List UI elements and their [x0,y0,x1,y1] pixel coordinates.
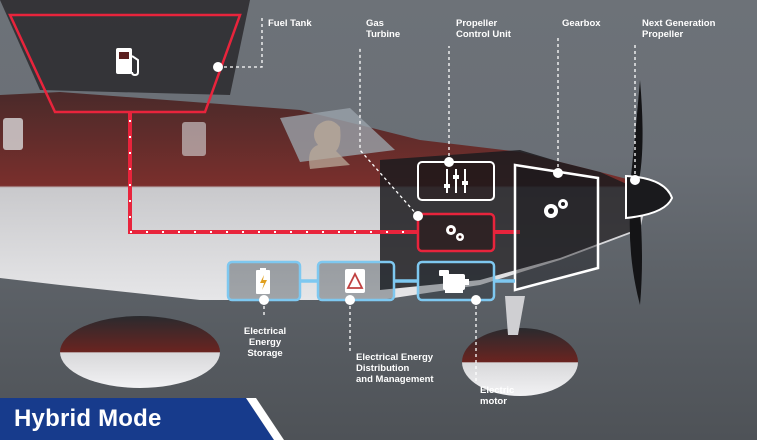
leader-dots [213,62,640,305]
mode-title: Hybrid Mode [14,405,162,432]
landing-strut [505,296,525,335]
label-gas-turbine: Gas Turbine [366,18,401,40]
motor-icon [439,270,469,293]
label-fuel-tank: Fuel Tank [268,18,312,29]
mode-banner-shape [0,398,284,440]
pilot-silhouette [309,120,350,169]
side-window [182,122,206,156]
fuel-pump-icon [116,48,139,77]
label-electric-motor: Electric motor [480,385,515,407]
battery-icon [256,268,270,294]
gears-icon [446,225,464,241]
gearbox-box [513,163,600,292]
label-electrical-energy-distribution: Electrical Energy Distribution and Manag… [356,352,434,385]
propeller-spinner [625,174,674,220]
fuel-line-dots [129,120,418,233]
wheel-right [462,328,578,396]
side-window [3,118,23,150]
leader-lines [218,16,636,383]
warning-icon [345,269,365,293]
label-propeller-control-unit: Propeller Control Unit [456,18,511,40]
label-next-generation-propeller: Next Generation Propeller [642,18,716,40]
gas-turbine-box [416,212,496,253]
propeller-blades [629,80,643,305]
upper-wing [0,0,250,95]
label-electrical-energy-storage: Electrical Energy Storage [243,326,287,359]
wheel-left [60,316,220,388]
fuel-tank-box [8,13,242,114]
sliders-icon [444,169,468,193]
gears-icon [544,199,568,218]
label-gearbox: Gearbox [562,18,601,29]
